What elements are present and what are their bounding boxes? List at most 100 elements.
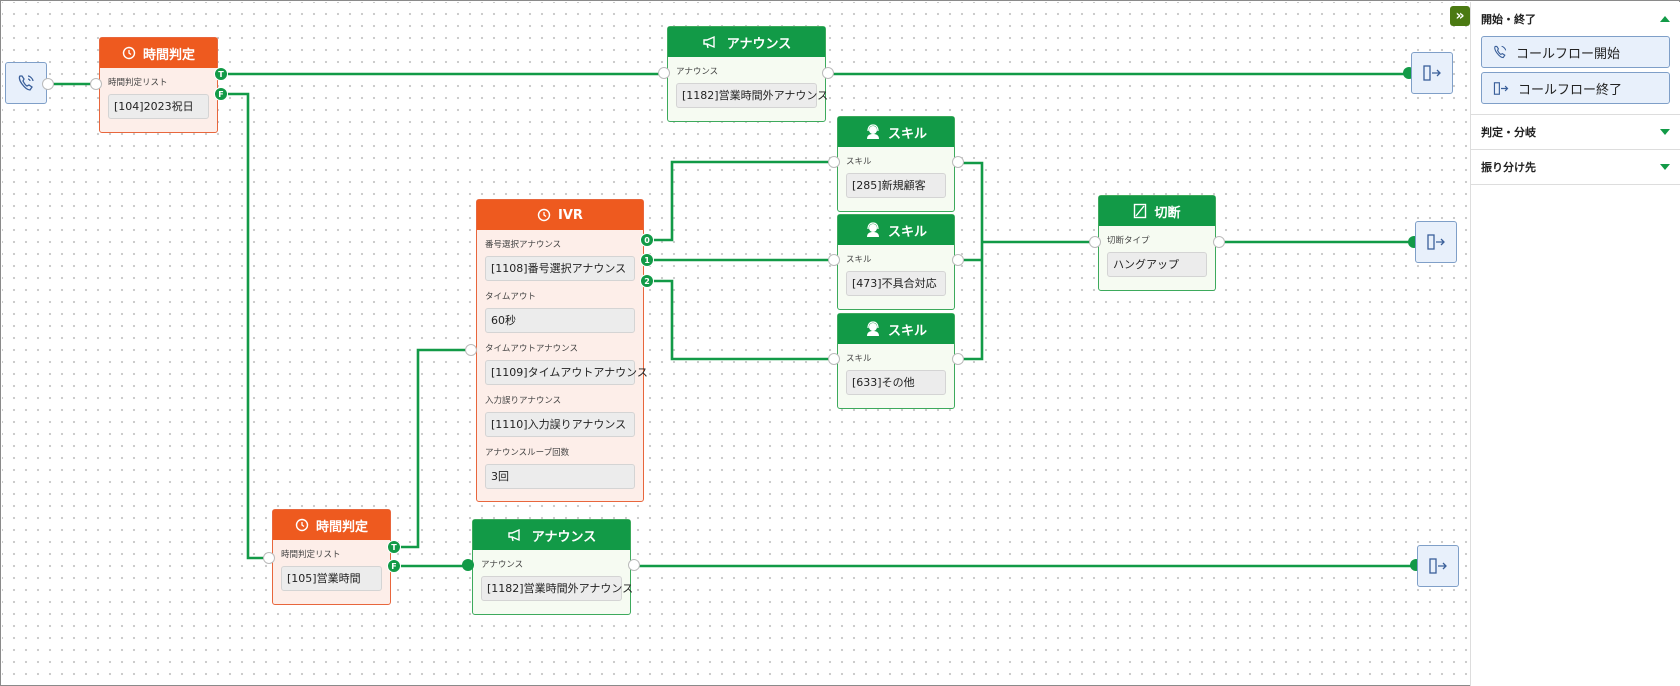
wire-time2-t-ivr [395, 348, 472, 549]
operator-icon [866, 124, 879, 139]
time-judge-header: 時間判定 [100, 38, 217, 68]
field-label: アナウンスループ回数 [485, 448, 570, 458]
wire-ivr2-skill3 [648, 279, 832, 361]
ivr-field-timeout[interactable]: 60秒 [485, 308, 635, 333]
time1-false-port[interactable]: F [214, 87, 228, 101]
time2-true-port[interactable]: T [387, 540, 401, 554]
announce2-out-port[interactable] [628, 559, 640, 571]
ivr-port-1[interactable]: 1 [640, 253, 654, 267]
section-start-end: 開始・終了 コールフロー開始 コールフロー終了 [1471, 2, 1680, 115]
operator-icon [866, 222, 879, 237]
node-palette-sidebar: 開始・終了 コールフロー開始 コールフロー終了 判定・分岐 振り分け先 [1470, 2, 1680, 686]
node-title: スキル [887, 224, 927, 240]
ivr-field-input-error[interactable]: [1110]入力誤りアナウンス [485, 412, 635, 437]
time-judge-node-1[interactable]: 時間判定 時間判定リスト [104]2023祝日 [99, 37, 218, 133]
skill3-in-port[interactable] [828, 353, 840, 365]
field-label: タイムアウト [485, 292, 536, 302]
field-label: スキル [846, 157, 872, 167]
disconnect-type-field[interactable]: ハングアップ [1107, 252, 1207, 277]
palette-call-flow-end[interactable]: コールフロー終了 [1481, 72, 1670, 104]
node-title: 時間判定 [315, 519, 368, 535]
start-out-port[interactable] [42, 78, 54, 90]
ivr-in-port[interactable] [465, 344, 477, 356]
disconnect-icon [1134, 203, 1147, 219]
field-label: 切断タイプ [1107, 236, 1150, 246]
skill-field[interactable]: [633]その他 [846, 370, 946, 395]
caret-up-icon [1660, 16, 1670, 22]
time-judge-header: 時間判定 [273, 510, 390, 540]
field-label: スキル [846, 354, 872, 364]
phone-icon [18, 75, 34, 91]
disconnect-header: 切断 [1099, 196, 1215, 226]
exit-door-icon [1493, 81, 1509, 95]
section-header-routing-target[interactable]: 振り分け先 [1471, 150, 1680, 184]
field-label: 時間判定リスト [108, 78, 168, 88]
ivr-node[interactable]: IVR 番号選択アナウンス [1108]番号選択アナウンス タイムアウト 60秒… [476, 199, 648, 502]
field-label: 入力誤りアナウンス [485, 396, 562, 406]
skill-field[interactable]: [473]不具合対応 [846, 271, 946, 296]
announce1-out-port[interactable] [822, 67, 834, 79]
wire-ivr0-skill1 [648, 160, 832, 242]
skill-node-3[interactable]: スキル スキル [633]その他 [837, 313, 955, 409]
exit-door-icon [1427, 234, 1445, 250]
skill1-in-port[interactable] [828, 156, 840, 168]
section-title: 判定・分岐 [1481, 126, 1536, 139]
announce-field[interactable]: [1182]営業時間外アナウンス [676, 83, 828, 108]
announce2-in-port[interactable] [462, 559, 474, 571]
time-judge-node-2[interactable]: 時間判定 時間判定リスト [105]営業時間 [272, 509, 391, 605]
call-start-node[interactable] [5, 62, 47, 104]
disconnect-in-port[interactable] [1089, 236, 1101, 248]
skill3-out-port[interactable] [952, 353, 964, 365]
disconnect-node[interactable]: 切断 切断タイプ ハングアップ [1098, 195, 1216, 291]
time1-in-port[interactable] [90, 78, 102, 90]
ivr-field-loop-count[interactable]: 3回 [485, 464, 635, 489]
node-title: アナウンス [726, 36, 792, 52]
call-end-node-2[interactable] [1415, 221, 1457, 263]
time-list-field[interactable]: [105]営業時間 [281, 566, 382, 591]
announce-node-2[interactable]: アナウンス アナウンス [1182]営業時間外アナウンス [472, 519, 633, 615]
ivr-port-0[interactable]: 0 [640, 233, 654, 247]
disconnect-out-port[interactable] [1213, 236, 1225, 248]
time1-true-port[interactable]: T [214, 67, 228, 81]
time-list-field[interactable]: [104]2023祝日 [108, 94, 209, 119]
palette-call-flow-start[interactable]: コールフロー開始 [1481, 36, 1670, 68]
announce-header: アナウンス [668, 27, 825, 57]
time2-false-port[interactable]: F [387, 559, 401, 573]
collapse-sidebar-button[interactable]: » [1450, 6, 1470, 26]
ivr-field-select-announce[interactable]: [1108]番号選択アナウンス [485, 256, 635, 281]
skill-node-2[interactable]: スキル スキル [473]不具合対応 [837, 214, 955, 310]
skill2-in-port[interactable] [828, 254, 840, 266]
skill2-out-port[interactable] [952, 254, 964, 266]
call-end-node-1[interactable] [1411, 52, 1453, 94]
megaphone-icon [703, 35, 715, 49]
ivr-field-timeout-announce[interactable]: [1109]タイムアウトアナウンス [485, 360, 648, 385]
skill-node-1[interactable]: スキル スキル [285]新規顧客 [837, 116, 955, 212]
ivr-port-2[interactable]: 2 [640, 274, 654, 288]
time2-in-port[interactable] [263, 552, 275, 564]
skill1-out-port[interactable] [952, 156, 964, 168]
field-label: タイムアウトアナウンス [485, 344, 578, 354]
wire-skill-merge [960, 161, 1094, 361]
exit-door-icon [1429, 558, 1447, 574]
call-end-node-3[interactable] [1417, 545, 1459, 587]
field-label: アナウンス [676, 67, 719, 77]
clock-icon [295, 518, 309, 532]
skill-field[interactable]: [285]新規顧客 [846, 173, 946, 198]
connection-wires [46, 72, 1414, 568]
phone-icon [1494, 45, 1507, 59]
exit-door-icon [1423, 65, 1441, 81]
flow-canvas[interactable]: 時間判定 時間判定リスト [104]2023祝日 T F アナウンス アナウンス… [2, 2, 1470, 684]
field-label: 時間判定リスト [281, 550, 341, 560]
field-label: スキル [846, 255, 872, 265]
node-title: スキル [887, 323, 927, 339]
announce-header: アナウンス [473, 520, 630, 550]
ivr-header: IVR [477, 200, 643, 230]
announce1-in-port[interactable] [658, 67, 670, 79]
wire-time1-f-time2 [222, 92, 268, 560]
megaphone-icon [508, 528, 520, 542]
announce-field[interactable]: [1182]営業時間外アナウンス [481, 576, 633, 601]
section-header-start-end[interactable]: 開始・終了 [1471, 2, 1680, 36]
section-header-judge-branch[interactable]: 判定・分岐 [1471, 115, 1680, 149]
announce-node-1[interactable]: アナウンス アナウンス [1182]営業時間外アナウンス [667, 26, 828, 122]
